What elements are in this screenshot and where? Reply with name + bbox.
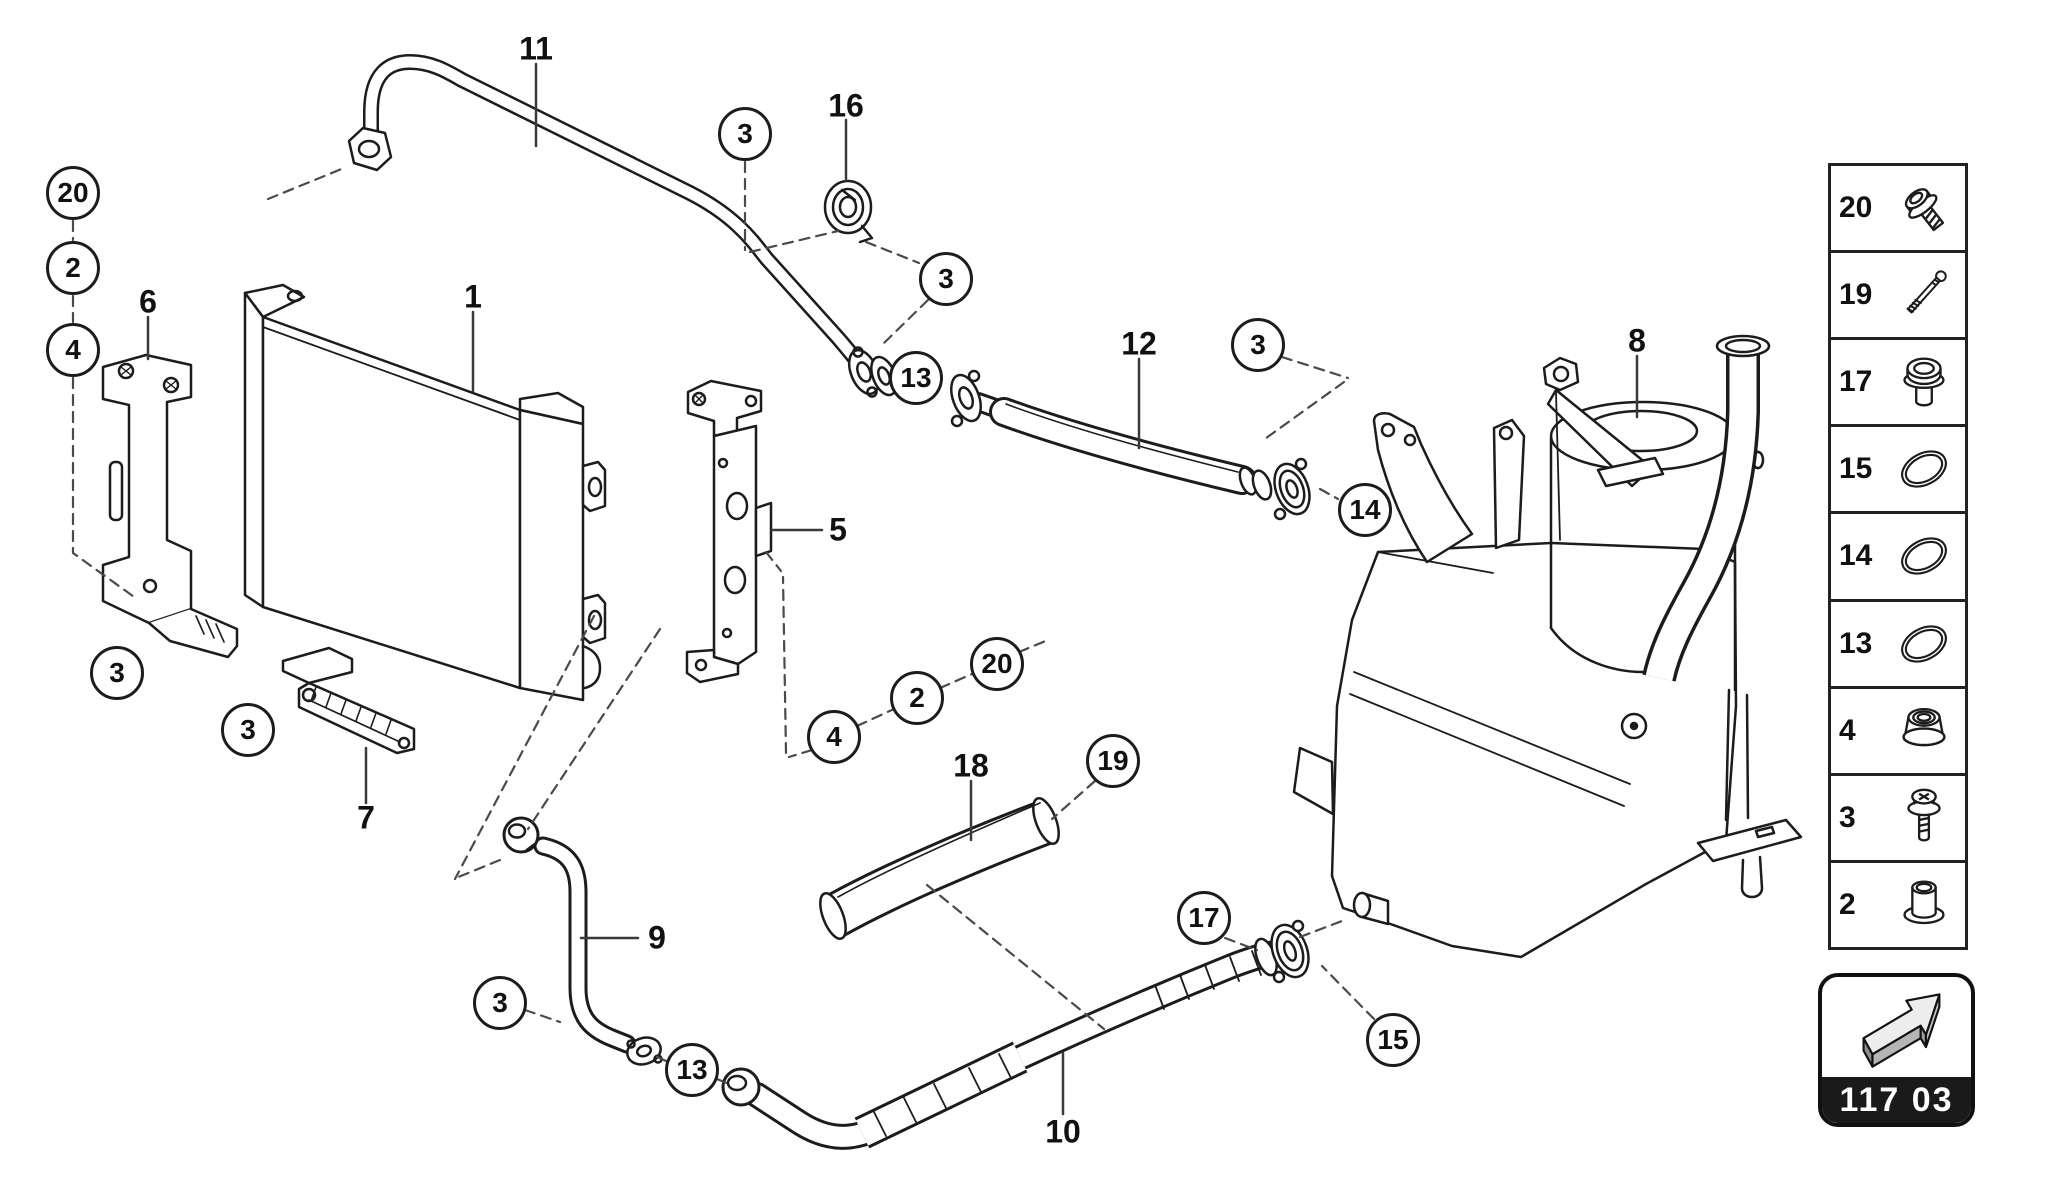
legend-row-14: 14 [1831, 511, 1965, 598]
legend-row-15: 15 [1831, 424, 1965, 511]
oil-tank-part-8 [1292, 334, 1803, 959]
callout-circle-20: 20 [46, 166, 100, 220]
callout-circle-13: 13 [889, 351, 943, 405]
part-label-10: 10 [1045, 1113, 1081, 1150]
legend-row-13: 13 [1831, 598, 1965, 686]
bracket-part-5 [685, 379, 773, 684]
legend-row-3: 3 [1831, 772, 1965, 860]
callout-circle-13: 13 [665, 1043, 719, 1097]
page-ref-badge: 117 03 [1818, 973, 1975, 1127]
o-ring-icon [1883, 609, 1965, 679]
callout-circle-19: 19 [1086, 734, 1140, 788]
part-label-9: 9 [648, 919, 666, 956]
legend-part-number: 14 [1839, 539, 1873, 573]
callout-circle-3: 3 [1231, 318, 1285, 372]
callout-circle-3: 3 [473, 976, 527, 1030]
part-label-6: 6 [139, 283, 157, 320]
part-label-11: 11 [519, 30, 553, 67]
part-label-1: 1 [464, 278, 482, 315]
callout-circle-3: 3 [90, 646, 144, 700]
flex-hose-part-12 [950, 369, 1311, 521]
stud-bolt-icon [1883, 260, 1965, 330]
callout-circle-15: 15 [1366, 1013, 1420, 1067]
callout-circle-2: 2 [46, 241, 100, 295]
legend-part-number: 2 [1839, 887, 1856, 921]
bracket-part-7 [281, 646, 416, 755]
legend-row-20: 20 [1831, 166, 1965, 250]
part-label-16: 16 [828, 87, 864, 124]
callout-circle-4: 4 [807, 710, 861, 764]
page-code: 117 03 [1822, 1077, 1971, 1123]
part-label-18: 18 [953, 747, 989, 784]
grommet-part-16 [823, 179, 874, 244]
flanged-nut-icon [1883, 696, 1965, 766]
oil-pipe-part-9 [502, 816, 663, 1066]
callout-circle-2: 2 [890, 671, 944, 725]
callout-circle-14: 14 [1338, 483, 1392, 537]
callout-circle-3: 3 [718, 107, 772, 161]
part-label-7: 7 [357, 799, 375, 836]
o-ring-icon [1883, 521, 1965, 591]
label-leader-lines [146, 62, 1639, 1116]
legend-row-4: 4 [1831, 685, 1965, 773]
fasteners-legend: 20 19 17 15 14 13 4 3 2 [1828, 163, 1968, 950]
part-label-5: 5 [829, 511, 847, 548]
legend-part-number: 19 [1839, 278, 1873, 312]
legend-part-number: 17 [1839, 365, 1873, 399]
legend-part-number: 13 [1839, 626, 1873, 660]
dashed-leader-lines [71, 160, 1376, 1086]
legend-part-number: 20 [1839, 191, 1873, 225]
legend-row-19: 19 [1831, 250, 1965, 337]
screw-washer-icon [1883, 783, 1965, 853]
legend-row-17: 17 [1831, 337, 1965, 424]
part-label-8: 8 [1628, 322, 1646, 359]
push-rivet-icon [1883, 347, 1965, 417]
callout-circle-3: 3 [919, 252, 973, 306]
oil-cooler-part-1 [243, 283, 607, 702]
callout-circle-17: 17 [1177, 891, 1231, 945]
flanged-screw-icon [1883, 173, 1965, 243]
o-ring-icon [1883, 434, 1965, 504]
callout-circle-20: 20 [970, 637, 1024, 691]
part-label-12: 12 [1121, 325, 1157, 362]
legend-part-number: 3 [1839, 800, 1856, 834]
callout-circle-4: 4 [46, 323, 100, 377]
hose-sleeve-part-18 [819, 797, 1060, 940]
bracket-part-6 [101, 353, 239, 659]
oil-pipe-part-10 [721, 919, 1310, 1150]
callout-circle-3: 3 [221, 703, 275, 757]
legend-row-2: 2 [1831, 859, 1965, 947]
nav-arrow-icon [1822, 977, 1971, 1077]
legend-part-number: 4 [1839, 713, 1856, 747]
flanged-bushing-icon [1883, 870, 1965, 940]
legend-part-number: 15 [1839, 452, 1873, 486]
oil-pipe-part-11 [347, 54, 898, 398]
